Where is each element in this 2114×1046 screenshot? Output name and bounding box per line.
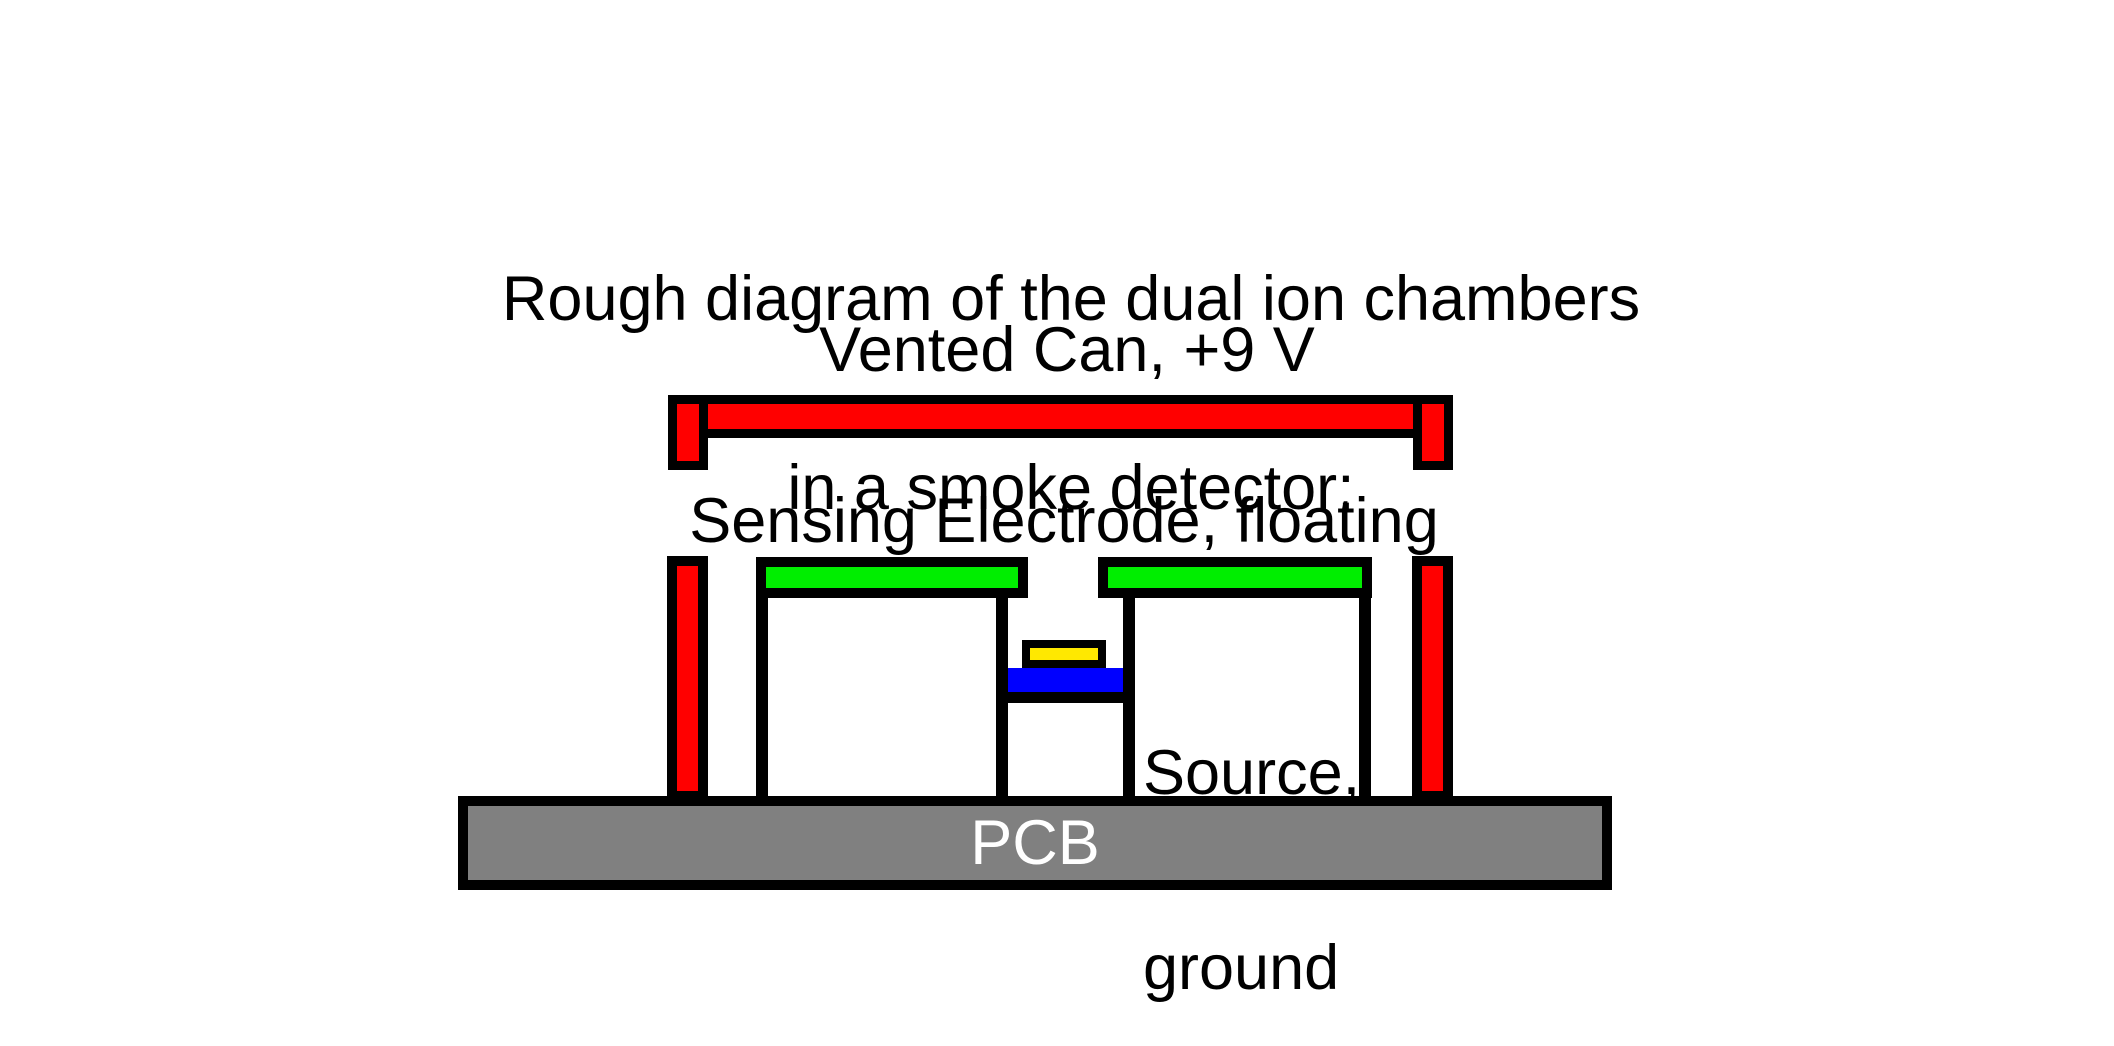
source-label-line1: Source, bbox=[1143, 738, 1361, 808]
left-chamber-outer-wall bbox=[756, 597, 768, 796]
vented-can-left-end bbox=[668, 395, 708, 470]
diagram-title: Rough diagram of the dual ion chambers i… bbox=[350, 142, 1792, 646]
sensing-electrode-label: Sensing Electrode, floating bbox=[689, 486, 1439, 556]
vented-can-right-end bbox=[1413, 395, 1453, 470]
diagram-title-line2: in a smoke detector: bbox=[787, 453, 1355, 523]
pcb-board: PCB bbox=[458, 796, 1612, 890]
sensing-electrode-right-bar bbox=[1098, 557, 1372, 598]
source-label-line2: ground bbox=[1143, 933, 1340, 1003]
vented-can-top-bar bbox=[668, 395, 1453, 438]
left-chamber-inner-wall bbox=[996, 597, 1008, 796]
pcb-label: PCB bbox=[970, 807, 1100, 878]
diagram-title-line1: Rough diagram of the dual ion chambers bbox=[501, 264, 1641, 334]
right-chamber-outer-wall bbox=[1359, 597, 1371, 796]
source-holder-base-line bbox=[1008, 692, 1123, 703]
right-chamber-inner-wall bbox=[1123, 597, 1135, 796]
vented-can-label: Vented Can, +9 V bbox=[819, 315, 1315, 385]
source-label: Source, ground bbox=[1143, 611, 1523, 1046]
vented-can-left-pillar bbox=[667, 556, 708, 796]
vented-can-right-pillar bbox=[1412, 556, 1453, 796]
source-pellet-yellow bbox=[1022, 640, 1106, 668]
source-holder-blue bbox=[1008, 668, 1123, 692]
sensing-electrode-left-bar bbox=[756, 557, 1028, 598]
